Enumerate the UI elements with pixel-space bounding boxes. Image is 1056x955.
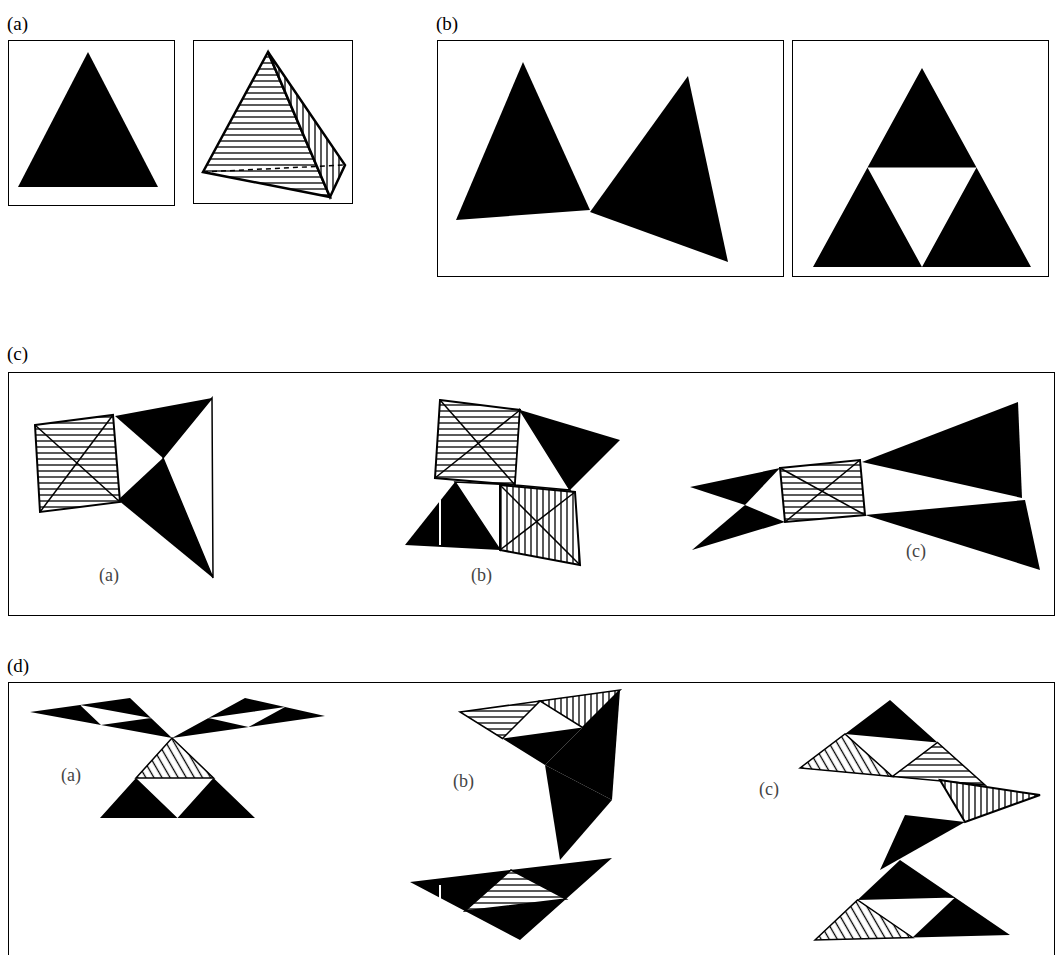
sub-figure-label: (a)	[60, 766, 82, 786]
sub-figure-label: (b)	[470, 566, 493, 586]
sub-figure-label: (b)	[452, 772, 475, 792]
panel-b	[438, 41, 1049, 277]
panel-d	[9, 683, 1055, 955]
panel-label: (c)	[6, 344, 29, 365]
panel-label: (b)	[435, 14, 459, 35]
panel-label: (a)	[6, 14, 29, 35]
sub-figure-label: (c)	[758, 780, 780, 800]
panel-c	[9, 373, 1055, 616]
sub-figure-label: (a)	[98, 566, 120, 586]
panel-label: (d)	[6, 656, 30, 677]
panel-a	[9, 41, 353, 206]
sub-figure-label: (c)	[905, 542, 927, 562]
